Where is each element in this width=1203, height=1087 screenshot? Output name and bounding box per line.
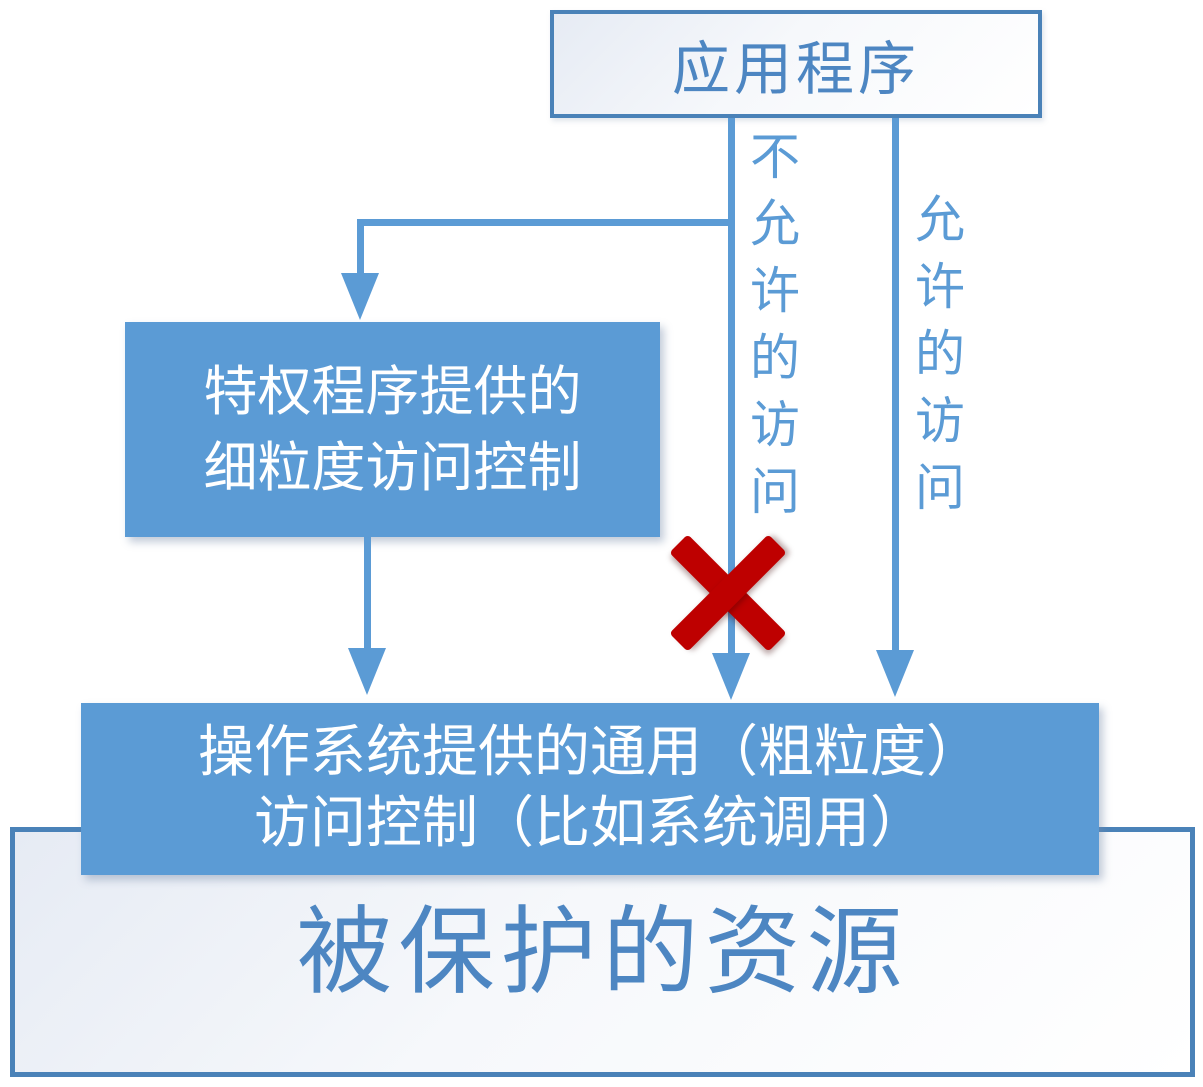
application-label: 应用程序 [671, 37, 920, 102]
privileged-program-label-line2: 细粒度访问控制 [203, 437, 582, 498]
os-access-control-box: 操作系统提供的通用（粗粒度） 访问控制（比如系统调用） [81, 703, 1099, 875]
denied-access-arrowhead-icon [712, 653, 750, 700]
branch-to-privileged-arrowhead-icon [341, 273, 379, 320]
protected-resources-label: 被保护的资源 [296, 899, 909, 1006]
application-box: 应用程序 [550, 10, 1042, 118]
privileged-to-os-arrowhead-icon [348, 648, 386, 695]
allowed-access-line [892, 118, 899, 650]
allowed-access-arrowhead-icon [876, 650, 914, 697]
os-access-control-label-line1: 操作系统提供的通用（粗粒度） [198, 722, 982, 784]
denied-access-label: 不允许的访问 [743, 130, 799, 532]
privileged-program-label-line1: 特权程序提供的 [203, 361, 582, 422]
denied-cross-icon [669, 534, 787, 652]
branch-to-privileged-line-horizontal [357, 219, 735, 226]
allowed-access-label: 允许的访问 [908, 193, 964, 528]
privileged-to-os-line [364, 537, 371, 649]
branch-to-privileged-line-vertical [357, 219, 364, 276]
os-access-control-label-line2: 访问控制（比如系统调用） [254, 793, 926, 855]
denied-access-line [728, 118, 735, 655]
privileged-program-box: 特权程序提供的 细粒度访问控制 [125, 322, 660, 537]
